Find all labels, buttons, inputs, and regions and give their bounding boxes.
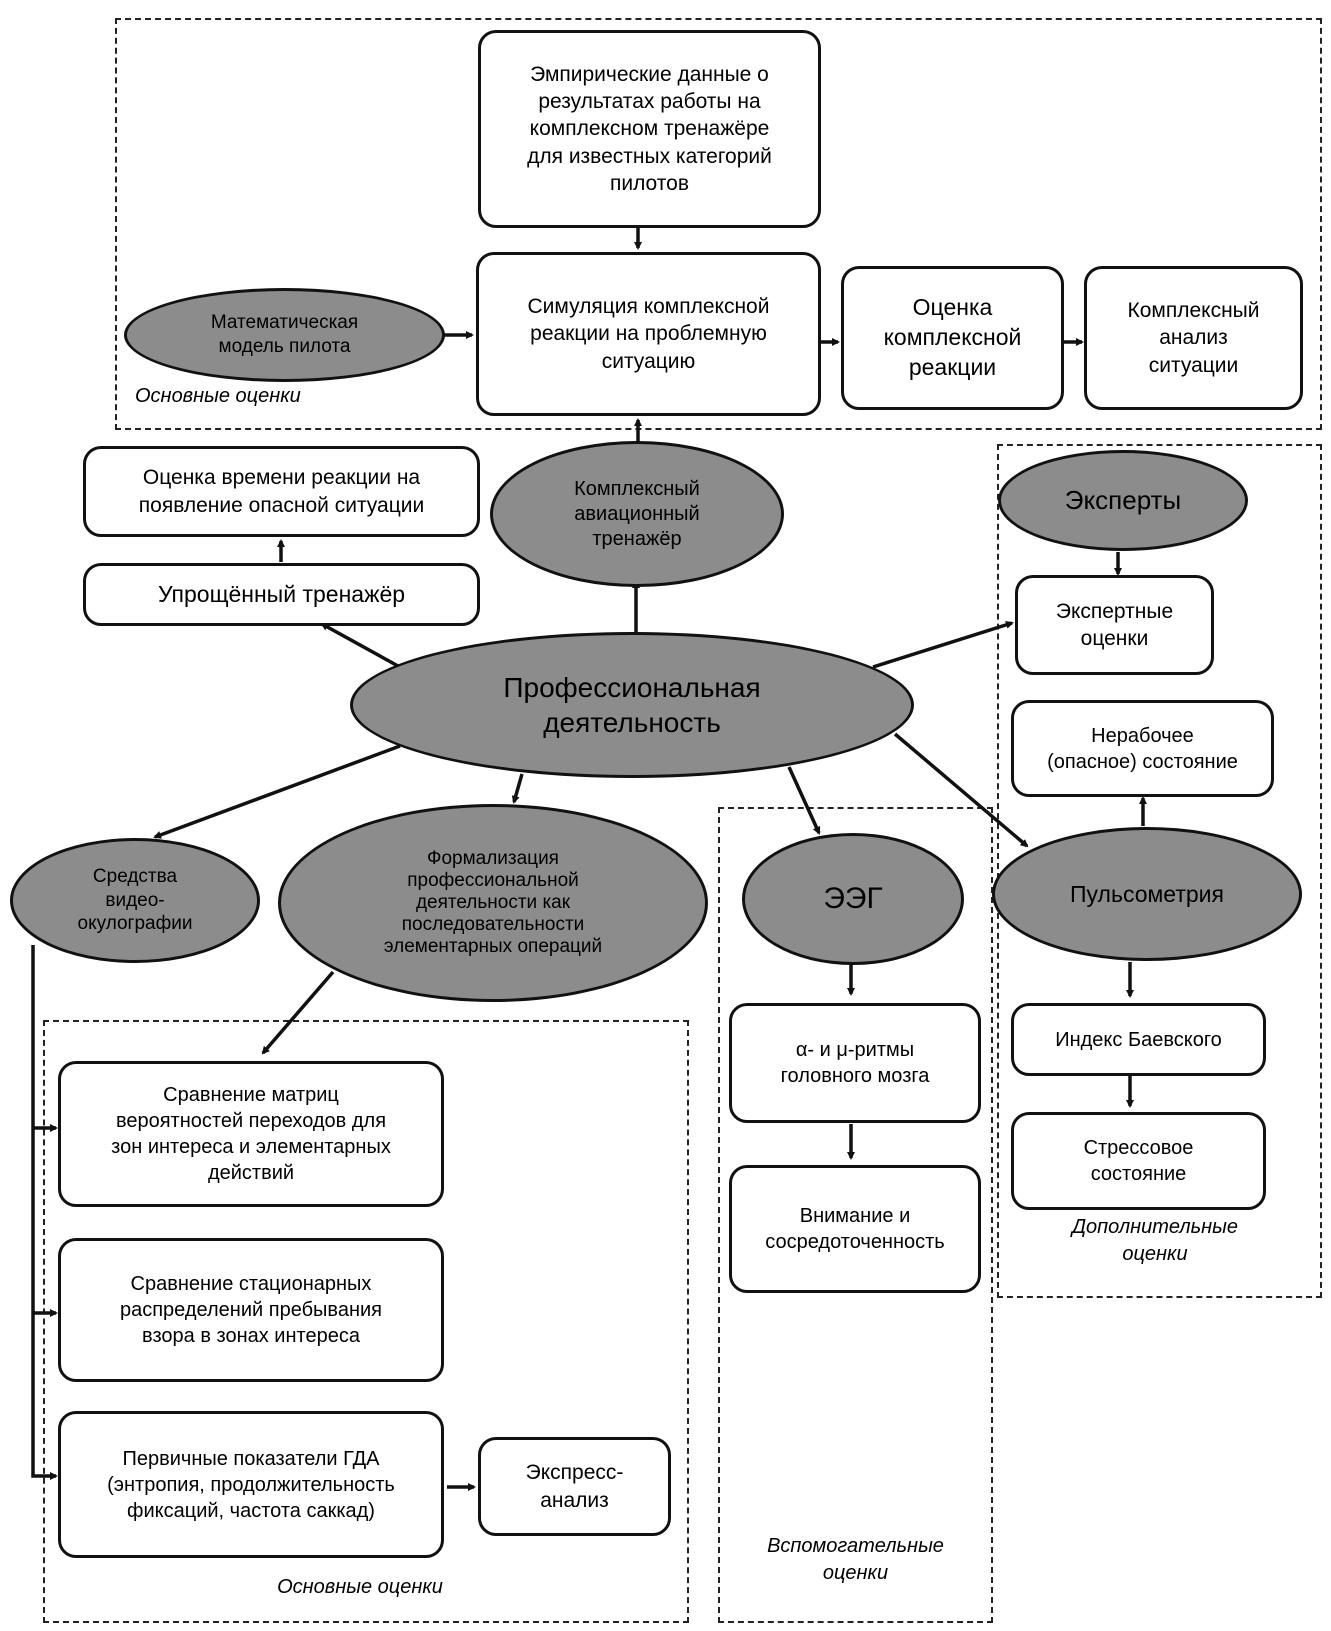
arrow-prof-formalization (511, 773, 524, 804)
simple-trainer-box: Упрощённый тренажёр (83, 563, 480, 626)
arrow-prof-video (153, 744, 401, 839)
expert-evals-box: Экспертные оценки (1015, 575, 1214, 675)
simulation-box: Симуляция комплексной реакции на проблем… (476, 252, 821, 416)
region-auxiliary (718, 807, 993, 1623)
empirical-data-box: Эмпирические данные о результатах работы… (478, 30, 821, 228)
region-additional (997, 444, 1322, 1298)
arrow-prof-expertevals (872, 620, 1014, 669)
caption-top-main: Основные оценки (135, 385, 301, 407)
arrow-prof-pulse (893, 732, 1029, 848)
region-bottom-main (43, 1020, 689, 1623)
arrow-prof-simple (320, 622, 399, 668)
baevsky-index-box: Индекс Баевского (1011, 1003, 1266, 1076)
non-working-state-box: Нерабочее (опасное) состояние (1011, 700, 1274, 797)
professional-activity-ellipse: Профессиональная деятельность (350, 632, 914, 778)
attention-box: Внимание и сосредоточенность (729, 1165, 981, 1293)
reaction-time-box: Оценка времени реакции на появление опас… (83, 446, 480, 537)
caption-additional: Дополнительные оценки (1071, 1216, 1239, 1265)
express-analysis-box: Экспресс- анализ (478, 1437, 671, 1536)
stationary-comparison-box: Сравнение стационарных распределений пре… (58, 1238, 444, 1382)
math-model-ellipse: Математическая модель пилота (124, 288, 445, 382)
matrices-comparison-box: Сравнение матриц вероятностей переходов … (58, 1061, 444, 1207)
arrow-formalization-matrices (261, 970, 335, 1055)
eeg-ellipse: ЭЭГ (742, 833, 964, 965)
formalization-ellipse: Формализация профессиональной деятельнос… (278, 804, 708, 1002)
brain-rhythms-box: α- и μ-ритмы головного мозга (729, 1003, 981, 1123)
video-oculography-ellipse: Средства видео- окулографии (10, 838, 260, 963)
experts-ellipse: Эксперты (998, 450, 1248, 551)
complex-analysis-box: Комплексный анализ ситуации (1084, 266, 1303, 410)
primary-indicators-box: Первичные показатели ГДА (энтропия, прод… (58, 1411, 444, 1558)
caption-bottom-main: Основные оценки (277, 1576, 443, 1598)
pulsometry-ellipse: Пульсометрия (992, 827, 1302, 961)
complex-trainer-ellipse: Комплексный авиационный тренажёр (490, 441, 784, 587)
reaction-eval-box: Оценка комплексной реакции (841, 266, 1064, 410)
caption-auxiliary: Вспомогательные оценки (767, 1535, 944, 1584)
video-bracket-line (31, 945, 45, 1478)
arrow-prof-eeg (787, 766, 821, 835)
stress-state-box: Стрессовое состояние (1011, 1112, 1266, 1210)
region-top-main (115, 18, 1322, 430)
